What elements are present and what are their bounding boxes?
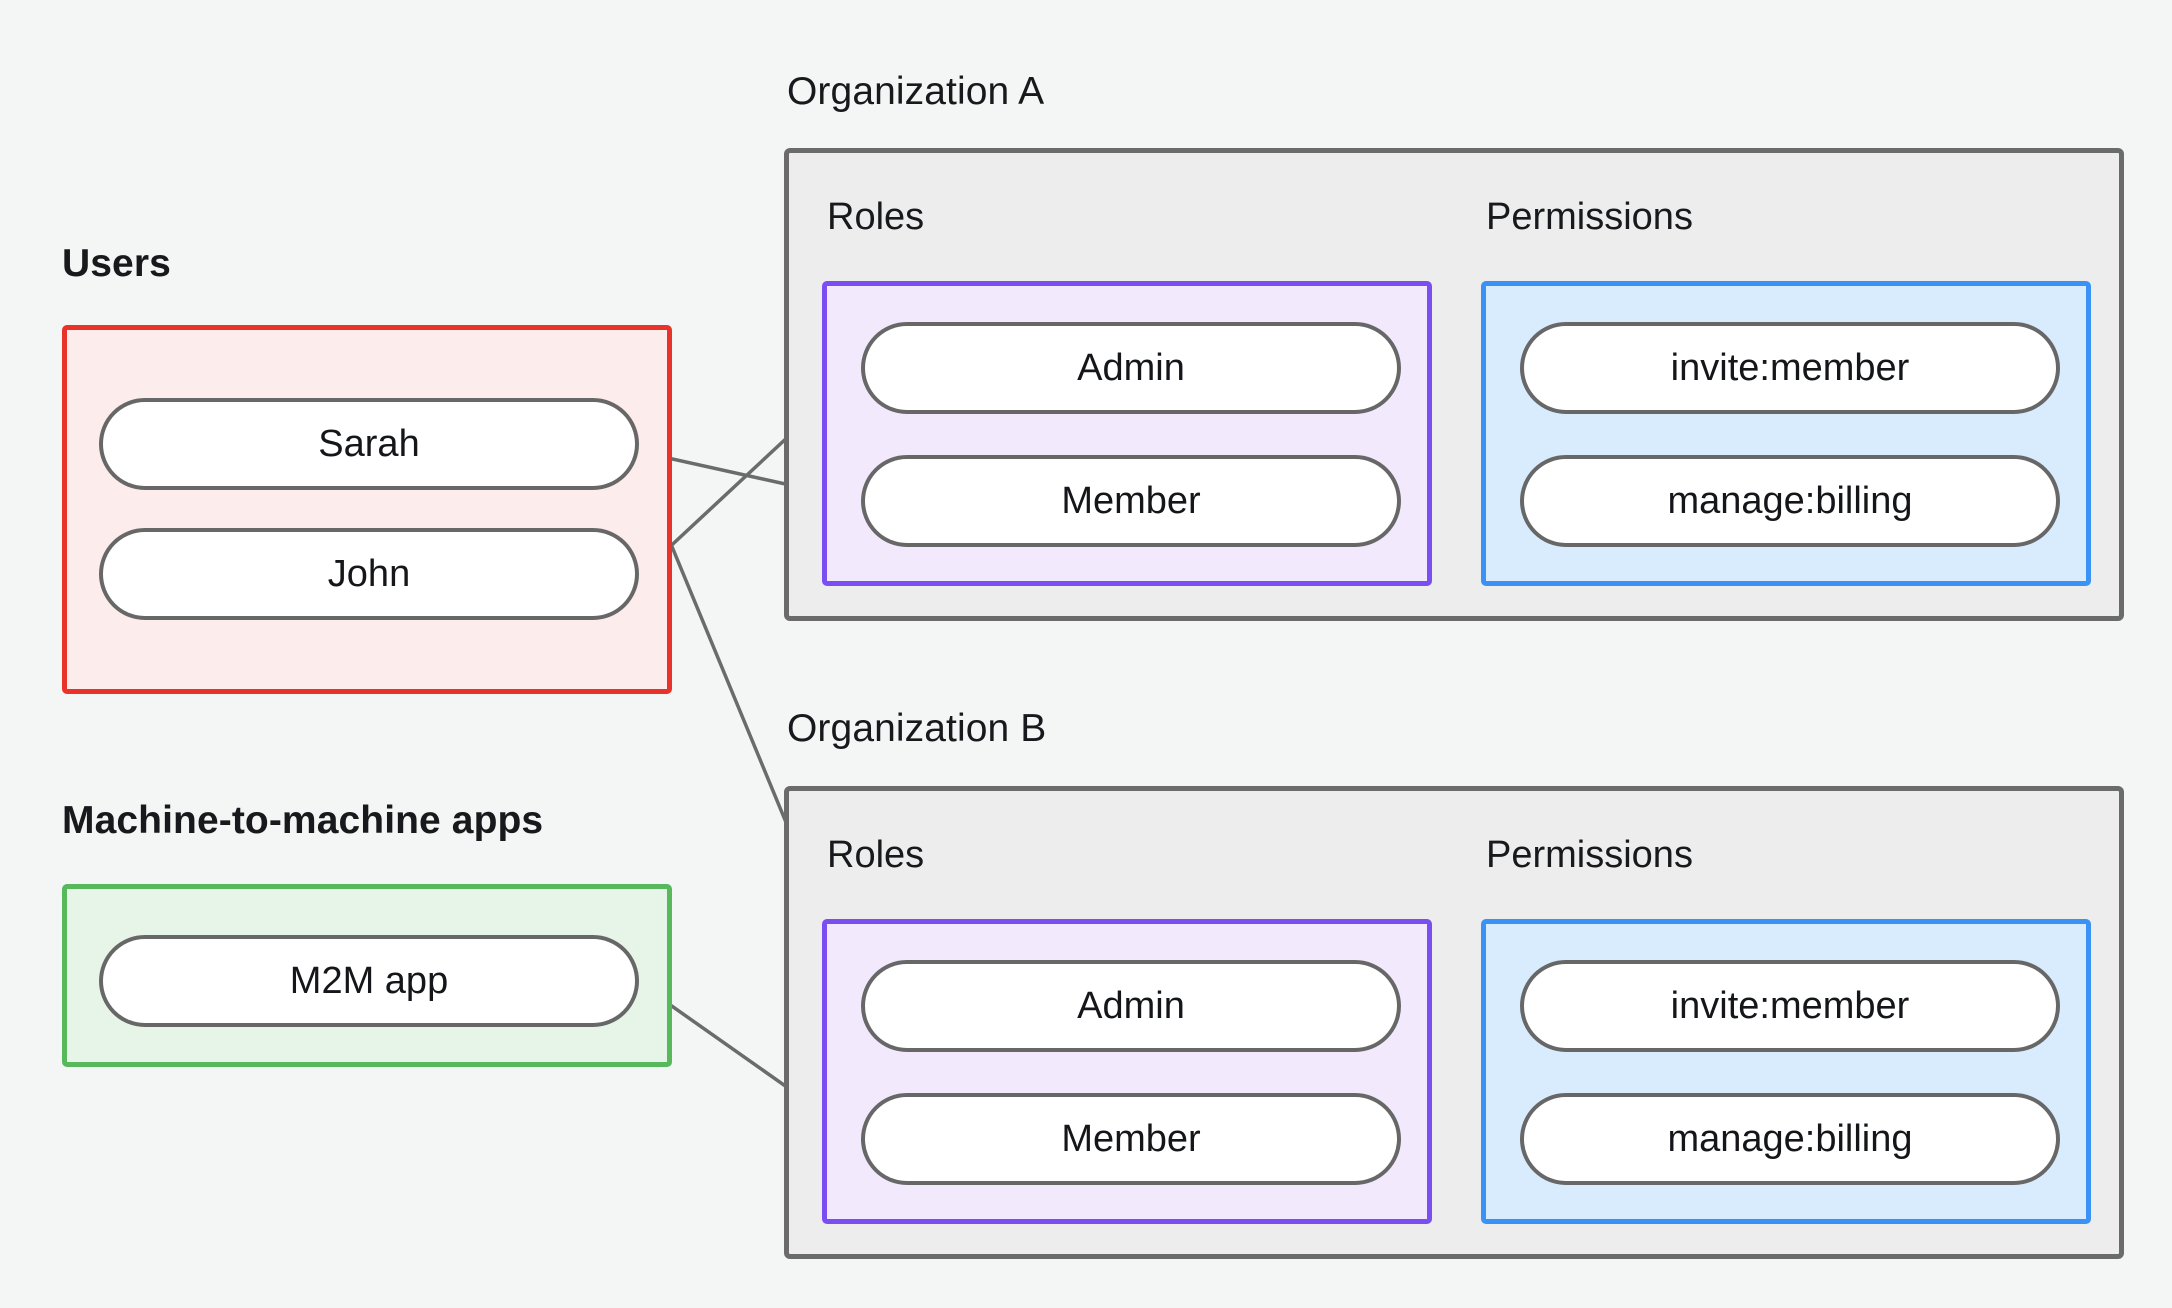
users-caption: Users (62, 242, 171, 285)
org-a-permissions-group: invite:member manage:billing (1481, 281, 2091, 586)
node-org-b-invite[interactable]: invite:member (1520, 960, 2060, 1052)
users-group: Sarah John (62, 325, 672, 694)
m2m-caption: Machine-to-machine apps (62, 799, 544, 842)
org-a-permissions-label: Permissions (1486, 196, 1693, 238)
node-org-b-admin-label: Admin (1077, 984, 1185, 1027)
node-org-a-billing-label: manage:billing (1667, 479, 1913, 522)
node-org-a-admin[interactable]: Admin (861, 322, 1401, 414)
node-john-label: John (327, 552, 411, 595)
org-b-permissions-group: invite:member manage:billing (1481, 919, 2091, 1224)
node-org-b-invite-label: invite:member (1670, 984, 1910, 1027)
node-org-a-member[interactable]: Member (861, 455, 1401, 547)
org-b-roles-label: Roles (827, 834, 925, 876)
node-org-a-billing[interactable]: manage:billing (1520, 455, 2060, 547)
org-b-roles-group: Admin Member (822, 919, 1432, 1224)
node-org-a-admin-label: Admin (1077, 346, 1185, 389)
node-john[interactable]: John (99, 528, 639, 620)
node-org-b-admin[interactable]: Admin (861, 960, 1401, 1052)
org-b-group: Roles Permissions Admin Member invite:me… (784, 786, 2124, 1259)
m2m-group: M2M app (62, 884, 672, 1067)
node-m2m-app[interactable]: M2M app (99, 935, 639, 1027)
node-sarah[interactable]: Sarah (99, 398, 639, 490)
org-a-roles-group: Admin Member (822, 281, 1432, 586)
node-org-b-member[interactable]: Member (861, 1093, 1401, 1185)
node-org-a-invite-label: invite:member (1670, 346, 1910, 389)
node-m2m-app-label: M2M app (289, 959, 449, 1002)
org-b-caption: Organization B (787, 707, 1047, 750)
node-org-a-member-label: Member (1061, 479, 1201, 522)
node-org-a-invite[interactable]: invite:member (1520, 322, 2060, 414)
node-sarah-label: Sarah (318, 422, 420, 465)
node-org-b-billing-label: manage:billing (1667, 1117, 1913, 1160)
org-a-caption: Organization A (787, 70, 1045, 113)
org-a-roles-label: Roles (827, 196, 925, 238)
node-org-b-member-label: Member (1061, 1117, 1201, 1160)
node-org-b-billing[interactable]: manage:billing (1520, 1093, 2060, 1185)
org-a-group: Roles Permissions Admin Member invite:me… (784, 148, 2124, 621)
org-b-permissions-label: Permissions (1486, 834, 1693, 876)
